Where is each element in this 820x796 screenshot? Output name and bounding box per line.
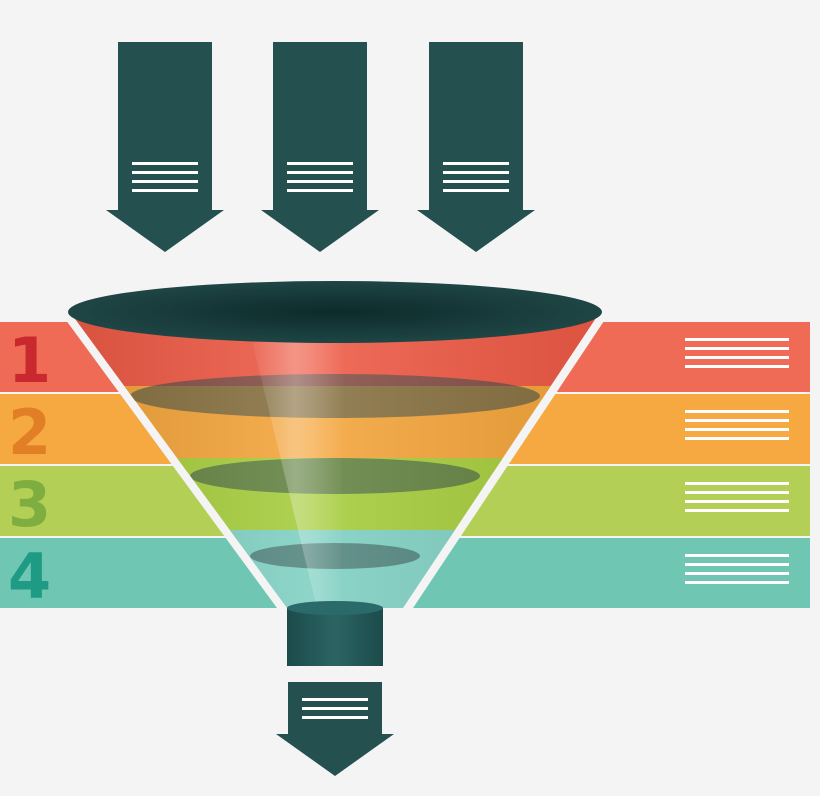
funnel-highlight <box>245 312 345 608</box>
funnel-rim <box>68 281 602 343</box>
band-3-left <box>0 466 225 536</box>
band-1-text-lines <box>685 338 789 368</box>
stage-number-1: 1 <box>8 324 51 397</box>
band-4-text-lines <box>685 554 789 584</box>
input-arrows <box>106 42 535 252</box>
band-3-text-lines <box>685 482 789 512</box>
band-2-text-lines <box>685 410 789 440</box>
output-arrow <box>276 682 394 776</box>
band-2-left <box>0 394 172 464</box>
stage-number-2: 2 <box>8 396 51 469</box>
input-arrow-2 <box>261 42 379 252</box>
band-text-lines <box>685 338 789 584</box>
input-arrow-3 <box>417 42 535 252</box>
output-arrow-shape <box>276 682 394 776</box>
input-arrow-1 <box>106 42 224 252</box>
stage-number-4: 4 <box>8 540 51 613</box>
band-1-left <box>0 322 119 392</box>
band-4-left <box>0 538 277 608</box>
funnel-spout <box>287 601 383 666</box>
stage-number-3: 3 <box>8 468 51 541</box>
